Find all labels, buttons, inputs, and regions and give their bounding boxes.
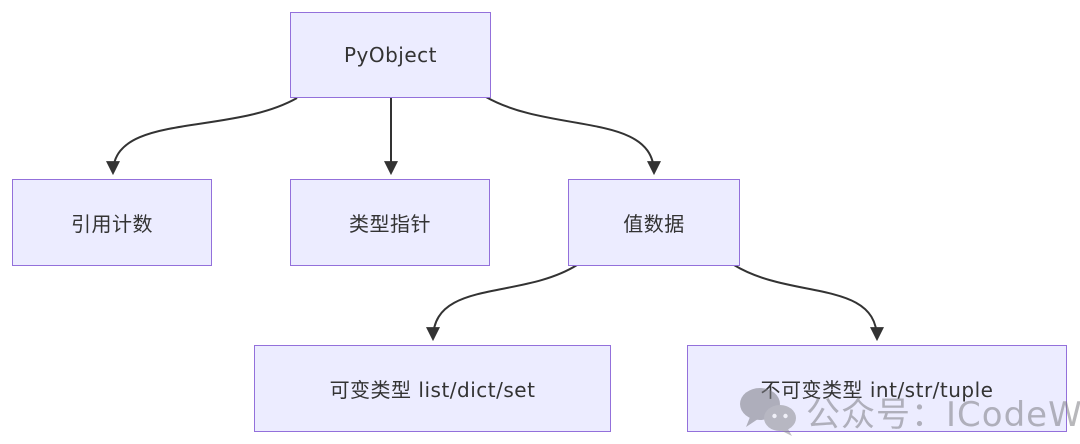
node-pyobject: PyObject: [290, 12, 491, 98]
node-immutable: 不可变类型 int/str/tuple: [687, 345, 1067, 432]
node-mutable: 可变类型 list/dict/set: [254, 345, 611, 432]
edge-valuedata-mutable: [426, 264, 578, 342]
edge-pyobject-valuedata: [485, 96, 661, 176]
node-mutable-label: 可变类型 list/dict/set: [329, 378, 536, 402]
edge-valuedata-immutable: [733, 264, 884, 342]
node-refcount-label: 引用计数: [71, 212, 153, 236]
node-valuedata: 值数据: [568, 179, 740, 266]
node-refcount: 引用计数: [12, 179, 212, 266]
edge-pyobject-refcount: [106, 97, 298, 176]
node-immutable-label: 不可变类型 int/str/tuple: [760, 378, 994, 402]
node-pyobject-label: PyObject: [343, 43, 438, 67]
node-typeptr-label: 类型指针: [349, 212, 431, 236]
node-valuedata-label: 值数据: [623, 212, 685, 236]
node-typeptr: 类型指针: [290, 179, 490, 266]
